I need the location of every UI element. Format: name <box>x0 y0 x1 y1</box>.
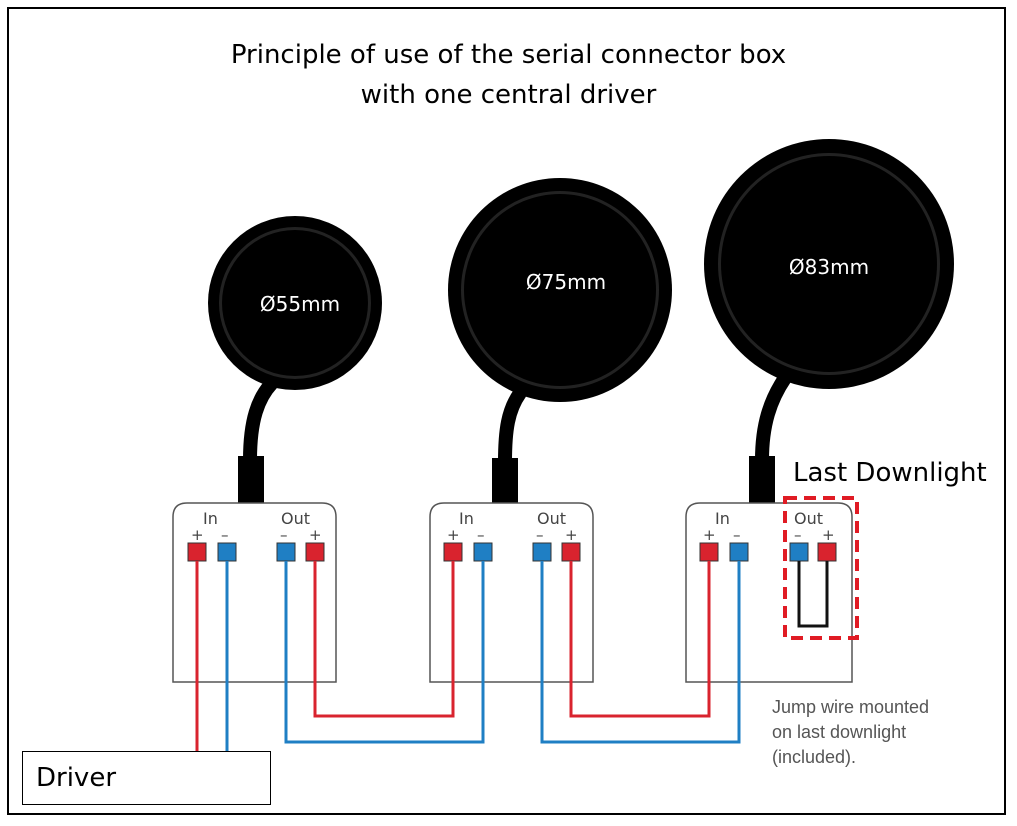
title-line-2: with one central driver <box>360 80 657 110</box>
box-2-out-label: Out <box>537 509 566 528</box>
box-3-in-negative-terminal <box>729 542 749 562</box>
jump-note-line-2: on last downlight <box>772 722 907 742</box>
diagram-frame <box>7 7 1006 815</box>
box-1-out-plus: + <box>309 526 322 544</box>
box-3-out-label: Out <box>794 509 823 528</box>
box-3-out-positive-terminal <box>817 542 837 562</box>
box-2-out-negative-terminal <box>532 542 552 562</box>
box-1-out-positive-terminal <box>305 542 325 562</box>
last-downlight-label: Last Downlight <box>793 458 987 488</box>
downlight-55-size-label: Ø55mm <box>260 292 340 316</box>
wiring <box>195 561 829 775</box>
box-2-out-minus: – <box>536 526 544 544</box>
connector-box-1: In Out + – – + <box>172 502 337 683</box>
box-3-out-negative-terminal <box>789 542 809 562</box>
diagram-title: Principle of use of the serial connector… <box>0 35 1017 115</box>
box-1-in-plus: + <box>191 526 204 544</box>
jump-note-line-1: Jump wire mounted <box>772 697 930 717</box>
title-line-1: Principle of use of the serial connector… <box>230 40 787 70</box>
downlight-55: Ø55mm <box>208 216 382 504</box>
box2-box3-positive-wire <box>569 561 711 718</box>
box-2-in-positive-terminal <box>443 542 463 562</box>
connector-box-2: In Out + – – + <box>429 502 594 683</box>
box1-box2-positive-wire <box>313 561 455 718</box>
jump-note-line-3: (included). <box>772 747 857 767</box>
box-1-in-positive-terminal <box>187 542 207 562</box>
box-1-in-minus: – <box>221 526 229 544</box>
box-1-out-label: Out <box>281 509 310 528</box>
box-2-in-label: In <box>459 509 474 528</box>
box-2-out-plus: + <box>565 526 578 544</box>
driver-box <box>22 751 271 805</box>
box-3-in-label: In <box>715 509 730 528</box>
box-1-in-label: In <box>203 509 218 528</box>
box-2-in-plus: + <box>447 526 460 544</box>
box-2-in-minus: – <box>477 526 485 544</box>
box-3-in-plus: + <box>703 526 716 544</box>
last-downlight-highlight <box>783 496 859 640</box>
downlight-75-size-label: Ø75mm <box>526 270 606 294</box>
box1-box2-negative-wire <box>284 561 485 744</box>
jump-wire <box>797 561 829 628</box>
box-1-out-negative-terminal <box>276 542 296 562</box>
box-3-in-positive-terminal <box>699 542 719 562</box>
box-2-out-positive-terminal <box>561 542 581 562</box>
box-3-out-minus: – <box>794 526 802 544</box>
downlight-83: Ø83mm <box>704 139 954 504</box>
box-2-in-negative-terminal <box>473 542 493 562</box>
box-3-in-minus: – <box>733 526 741 544</box>
box-1-in-negative-terminal <box>217 542 237 562</box>
downlight-83-size-label: Ø83mm <box>789 255 869 279</box>
box2-box3-negative-wire <box>540 561 741 744</box>
box-1-out-minus: – <box>280 526 288 544</box>
downlight-75: Ø75mm <box>448 178 672 504</box>
driver-label: Driver <box>36 763 117 793</box>
box-3-out-plus: + <box>822 526 835 544</box>
jump-wire-note: Jump wire mounted on last downlight (inc… <box>772 695 929 770</box>
